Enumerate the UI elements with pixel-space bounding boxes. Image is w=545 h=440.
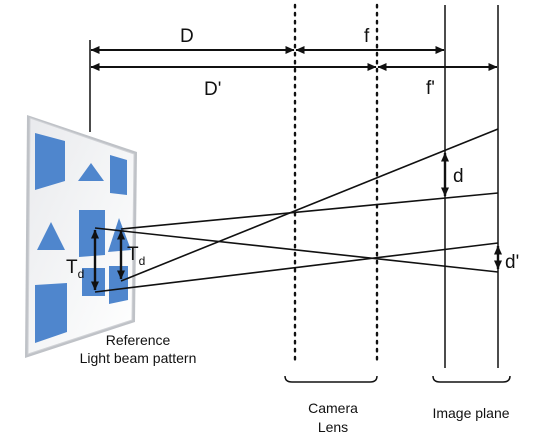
Td-outer-label: Td [66,257,84,281]
f-prime-label: f' [426,78,435,99]
Td-inner-label: Td [127,244,145,268]
pattern-triangle-mid-left [37,222,65,250]
lens-bracket [284,375,378,383]
Td-outer-main: T [66,257,78,278]
lens-caption-line2: Lens [318,419,348,435]
pattern-square-top-left [35,133,65,190]
pattern-caption-line2: Light beam pattern [80,350,197,366]
pattern-triangle-top [78,163,104,181]
lens-caption-line1: Camera [308,400,358,416]
image-plane-caption: Image plane [432,405,509,421]
d-label: d [453,166,464,187]
Td-outer-subscript: d [78,267,85,281]
pattern-square-bottom-right [109,266,128,304]
f-label: f [364,26,370,47]
pattern-square-mid [79,210,105,257]
pattern-square-bottom-left [35,283,67,343]
Td-inner-main: T [127,244,139,265]
pattern-square-top-right [110,155,127,195]
ray-outer-bottom [94,242,499,293]
ray-outer-top [94,227,499,273]
d-prime-label: d' [505,252,519,273]
D-prime-label: D' [204,79,221,100]
Td-inner-subscript: d [139,254,146,268]
ray-lines [94,128,499,293]
ray-inner-bottom [120,128,499,282]
pattern-caption-line1: Reference [106,332,171,348]
image-plane-bracket [432,375,511,383]
ray-inner-top [120,192,499,230]
D-label: D [180,26,194,47]
